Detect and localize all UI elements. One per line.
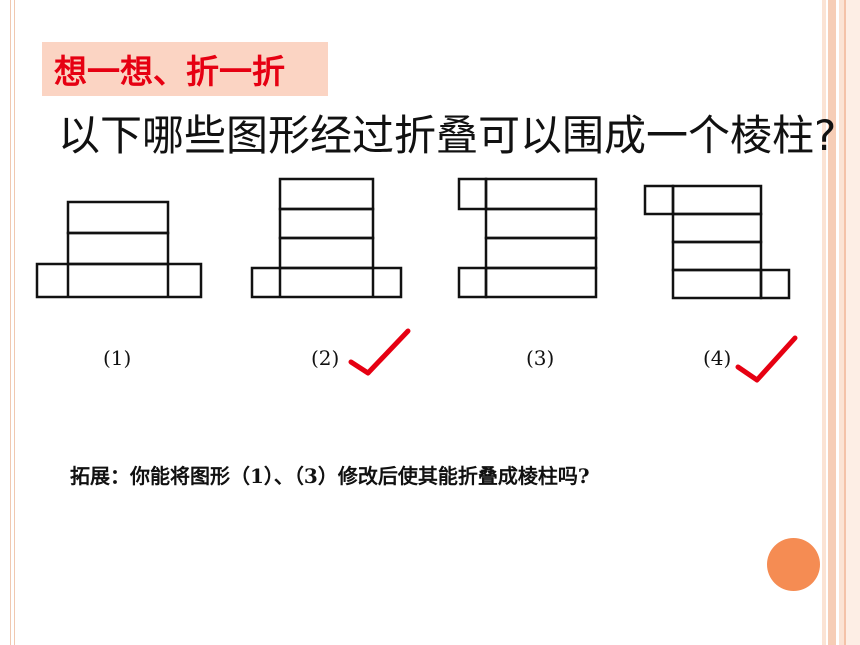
net-figure-4 (643, 184, 791, 300)
check-mark-icon-4 (735, 335, 798, 383)
net-figure-3 (457, 177, 598, 299)
slide-frame-left (10, 0, 15, 645)
slide-frame-right-band (822, 0, 860, 645)
figure-label-1: (1) (103, 346, 132, 370)
figure-label-3: (3) (526, 346, 555, 370)
question-text: 以下哪些图形经过折叠可以围成一个棱柱? (58, 111, 837, 160)
slide-title: 想一想、折一折 (42, 42, 328, 96)
check-mark-icon-2 (348, 328, 411, 376)
net-figure-1 (35, 200, 203, 299)
decorative-circle (767, 538, 820, 591)
figure-label-4: (4) (703, 346, 732, 370)
figure-label-2: (2) (311, 346, 340, 370)
net-figure-2 (250, 177, 403, 299)
extension-question: 拓展：你能将图形（1）、（3）修改后使其能折叠成棱柱吗? (70, 464, 590, 488)
